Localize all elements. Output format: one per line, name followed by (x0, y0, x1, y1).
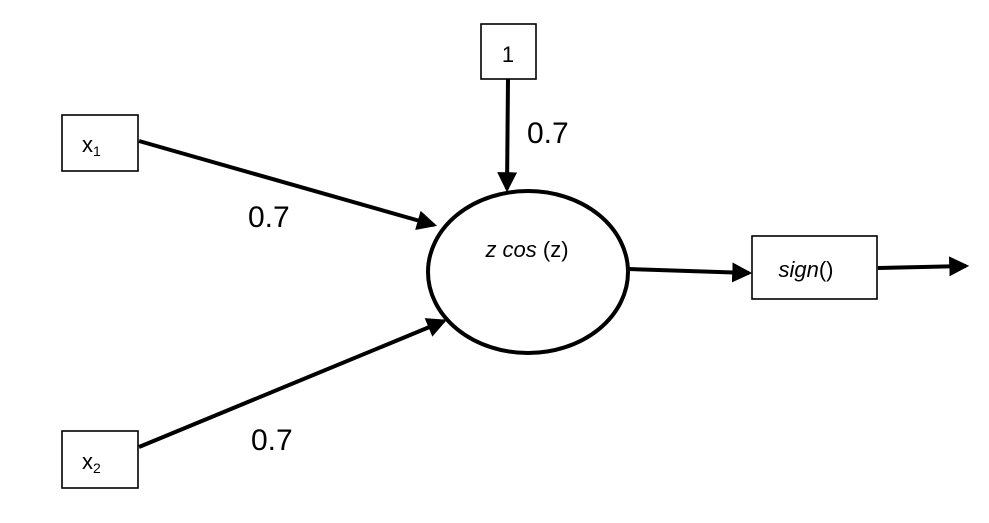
edge-neuron-to-sign (627, 262, 753, 283)
weight-label-x2: 0.7 (251, 424, 293, 457)
edge-x1-to-neuron (138, 139, 438, 231)
bias-node: 1 (480, 23, 537, 80)
weight-label-x1: 0.7 (248, 201, 290, 234)
neuron-node: z cos (z) (426, 189, 630, 355)
weight-label-bias: 0.7 (527, 117, 569, 150)
input-x1-label: x1 (82, 132, 101, 159)
neuron-expression: z cos (z) (484, 237, 568, 262)
input-x2-label: x2 (82, 449, 101, 476)
input-node-x2: x2 (61, 430, 139, 489)
edge-bias-to-neuron (497, 78, 518, 193)
activation-node: sign() (751, 235, 878, 300)
input-node-x1: x1 (61, 114, 139, 172)
edge-output (877, 256, 970, 277)
edge-x2-to-neuron (138, 318, 447, 449)
bias-label: 1 (502, 42, 514, 67)
activation-label: sign() (778, 257, 833, 282)
